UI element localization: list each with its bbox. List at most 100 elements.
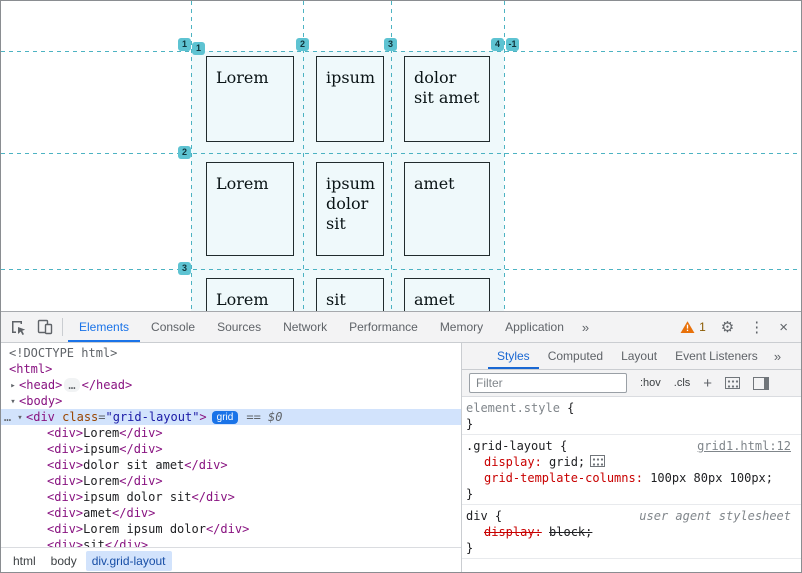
grid-item: Lorem: [206, 162, 294, 256]
more-sidebar-tabs-icon[interactable]: »: [773, 348, 782, 364]
tab-computed[interactable]: Computed: [547, 349, 604, 363]
expander-expanded-icon[interactable]: ▾: [17, 413, 23, 423]
tab-application[interactable]: Application: [505, 319, 564, 334]
node-text: amet: [83, 506, 113, 520]
css-property[interactable]: display: grid;: [462, 454, 801, 470]
tree-node-child[interactable]: <div>Lorem ipsum dolor</div>: [1, 521, 461, 537]
div-tag: <div>: [47, 426, 84, 440]
grid-item: sit: [316, 278, 384, 311]
tree-node-child[interactable]: <div>dolor sit amet</div>: [1, 457, 461, 473]
element-classes-button[interactable]: .cls: [673, 377, 691, 389]
brace: {: [559, 439, 568, 453]
elements-tree: <!DOCTYPE html> <html> ▸<head>…</head> ▾…: [1, 343, 461, 547]
rule-selector[interactable]: .grid-layout: [466, 439, 553, 453]
div-close-tag: </div>: [205, 522, 250, 536]
tree-node-child[interactable]: <div>sit</div>: [1, 537, 461, 547]
node-more-actions-icon[interactable]: …: [3, 410, 12, 424]
breadcrumb-div-grid-layout[interactable]: div.grid-layout: [85, 550, 172, 571]
rule-selector[interactable]: div: [466, 509, 488, 523]
grid-item: amet: [404, 278, 490, 311]
breadcrumb-body[interactable]: body: [50, 553, 77, 568]
div-tag: <div>: [47, 506, 84, 520]
tab-styles[interactable]: Styles: [488, 343, 539, 369]
toggle-element-state-button[interactable]: :hov: [640, 377, 661, 389]
brace: {: [494, 509, 503, 523]
more-tabs-icon[interactable]: »: [581, 319, 590, 335]
grid-line-horizontal: [1, 269, 801, 270]
property-value[interactable]: 100px 80px 100px;: [650, 471, 774, 485]
element-style-selector[interactable]: element.style: [466, 401, 560, 415]
warning-triangle-icon: [680, 321, 695, 333]
div-close-tag: </div>: [104, 538, 149, 547]
tree-node-doctype[interactable]: <!DOCTYPE html>: [9, 346, 118, 360]
issues-warning[interactable]: 1: [680, 320, 706, 334]
close-devtools-icon[interactable]: ×: [779, 318, 788, 336]
computed-sidebar-toggle-icon[interactable]: [753, 376, 770, 390]
grid-badge[interactable]: grid: [211, 411, 239, 424]
node-text: Lorem: [83, 426, 120, 440]
tab-event-listeners[interactable]: Event Listeners: [675, 349, 758, 363]
tab-layout[interactable]: Layout: [621, 349, 658, 363]
devtools-panel: Elements Console Sources Network Perform…: [1, 311, 801, 572]
node-text: Lorem: [83, 474, 120, 488]
div-close-tag: </div>: [191, 490, 235, 504]
tab-elements[interactable]: Elements: [68, 313, 140, 342]
grid-editor-icon[interactable]: [590, 455, 606, 467]
breadcrumb: html body div.grid-layout: [1, 547, 467, 572]
tree-node-child[interactable]: <div>Lorem</div>: [1, 425, 461, 441]
tree-node-child[interactable]: <div>Lorem</div>: [1, 473, 461, 489]
property-value[interactable]: grid;: [549, 455, 586, 469]
tag-close-bracket: >: [199, 410, 207, 424]
tab-console[interactable]: Console: [151, 319, 196, 334]
page-viewport: Lorem ipsum dolor sit amet Lorem ipsum d…: [1, 1, 801, 311]
tab-performance[interactable]: Performance: [349, 319, 418, 334]
kebab-menu-icon[interactable]: ⋮: [749, 318, 765, 336]
property-name[interactable]: display:: [484, 455, 542, 469]
grid-line-vertical: [303, 1, 304, 311]
grid-line-horizontal: [1, 153, 801, 154]
body-open-tag: <body>: [19, 394, 63, 408]
property-value[interactable]: block;: [549, 525, 593, 539]
property-name[interactable]: grid-template-columns:: [484, 471, 643, 485]
grid-line-number-badge: 4: [491, 38, 504, 51]
tree-node-grid-layout-selected[interactable]: …▾<div class="grid-layout">grid== $0: [1, 409, 461, 425]
toolbar-right-controls: 1 ⚙ ⋮ ×: [680, 320, 801, 335]
div-tag: <div>: [47, 474, 84, 488]
styles-filter-input[interactable]: [469, 373, 627, 393]
div-tag: <div>: [47, 538, 84, 547]
breadcrumb-html[interactable]: html: [13, 553, 36, 568]
toolbar-divider: [62, 318, 63, 336]
grid-line-number-badge: 1: [192, 42, 205, 55]
settings-gear-icon[interactable]: ⚙: [720, 318, 735, 336]
css-property-overridden[interactable]: display: block;: [462, 524, 801, 540]
tree-node-body[interactable]: ▾<body>: [1, 393, 461, 409]
stylesheet-source-link[interactable]: grid1.html:12: [697, 439, 791, 453]
tree-node-html[interactable]: <html>: [1, 361, 461, 377]
property-name[interactable]: display:: [484, 525, 542, 539]
div-close-tag: </div>: [112, 506, 156, 520]
new-style-rule-button[interactable]: +: [703, 374, 713, 392]
collapsed-content-ellipsis[interactable]: …: [64, 378, 80, 392]
expander-expanded-icon[interactable]: ▾: [10, 397, 16, 407]
tab-memory[interactable]: Memory: [439, 319, 484, 334]
tree-node-child[interactable]: <div>ipsum dolor sit</div>: [1, 489, 461, 505]
div-tag: <div>: [47, 442, 84, 456]
tree-node-child[interactable]: <div>ipsum</div>: [1, 441, 461, 457]
device-toolbar-icon[interactable]: [35, 317, 55, 337]
expander-collapsed-icon[interactable]: ▸: [10, 381, 16, 391]
css-property[interactable]: grid-template-columns: 100px 80px 100px;: [462, 470, 801, 486]
grid-editor-toolbar-icon[interactable]: [725, 377, 741, 389]
grid-line-vertical: [504, 1, 505, 311]
tab-sources[interactable]: Sources: [217, 319, 262, 334]
inspect-element-icon[interactable]: [8, 317, 28, 337]
tree-node-child[interactable]: <div>amet</div>: [1, 505, 461, 521]
brace: {: [567, 401, 575, 415]
grid-line-vertical: [391, 1, 392, 311]
devtools-toolbar: Elements Console Sources Network Perform…: [1, 312, 801, 343]
rule-element-style: element.style { }: [462, 397, 801, 435]
div-close-tag: </div>: [184, 458, 228, 472]
tab-network[interactable]: Network: [283, 319, 328, 334]
brace: }: [466, 487, 474, 501]
tree-node-head[interactable]: ▸<head>…</head>: [1, 377, 461, 393]
head-open-tag: <head>: [19, 378, 63, 392]
